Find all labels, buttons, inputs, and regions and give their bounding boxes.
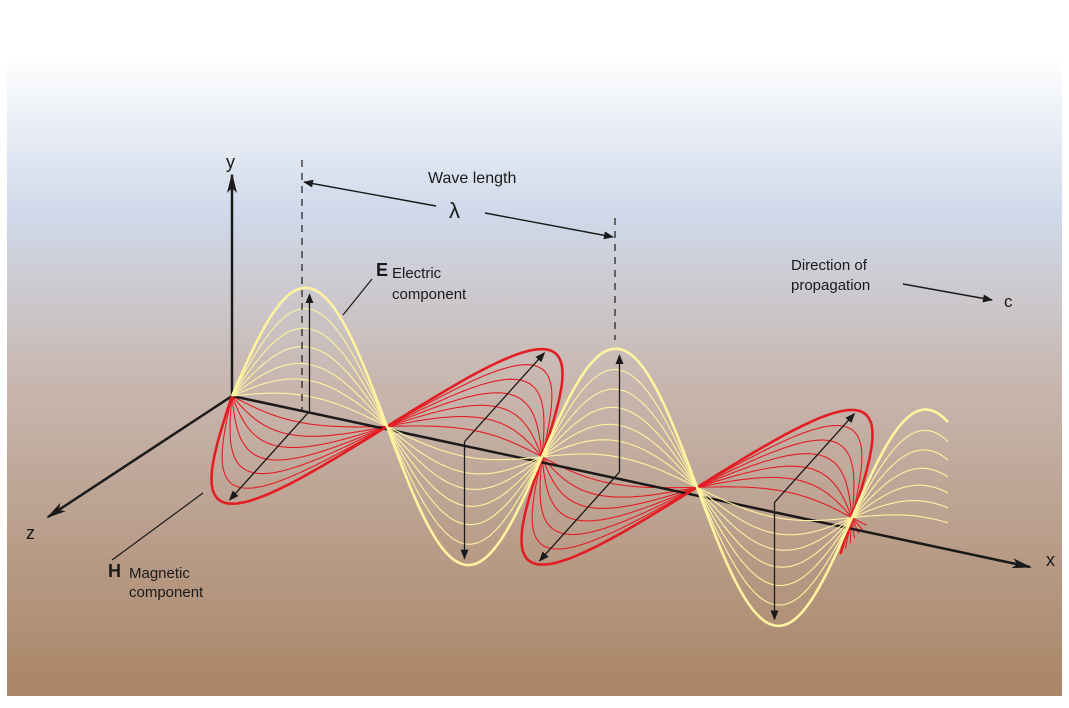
magnetic-wave-envelope bbox=[210, 347, 874, 566]
electric-label-line2: component bbox=[392, 286, 467, 303]
lambda-symbol: λ bbox=[449, 198, 460, 223]
wavelength-arrow-right bbox=[484, 212, 614, 240]
electric-wave-tail-2 bbox=[869, 429, 949, 486]
background bbox=[7, 7, 1062, 696]
wavelength-arrow-left bbox=[303, 179, 437, 207]
speed-of-light-symbol: c bbox=[1004, 292, 1013, 311]
magnetic-wave-inner-curve-6 bbox=[231, 395, 867, 526]
electric-label-line1: Electric bbox=[392, 265, 442, 282]
magnetic-label-line2: component bbox=[129, 584, 204, 601]
electric-leader-line bbox=[342, 278, 373, 316]
magnetic-field-vector-2 bbox=[464, 352, 546, 443]
magnetic-wave-inner-curve-1 bbox=[221, 364, 863, 550]
electric-wave-envelope bbox=[230, 286, 872, 628]
magnetic-field-vector-3 bbox=[538, 471, 620, 562]
x-axis bbox=[231, 394, 1032, 569]
electric-wave-inner-curve-1 bbox=[231, 308, 871, 606]
wave-length-label: Wave length bbox=[428, 170, 516, 187]
z-axis bbox=[46, 394, 233, 519]
magnetic-wave-inner-curve-3 bbox=[231, 392, 856, 539]
magnetic-wave-inner-curve-4 bbox=[231, 395, 860, 534]
magnetic-label-line1: Magnetic bbox=[129, 565, 190, 582]
magnetic-leader-line bbox=[111, 492, 204, 561]
electric-wave-tail-4 bbox=[869, 467, 949, 499]
magnetic-wave-inner-curve-2 bbox=[229, 378, 855, 544]
electric-wave-inner-curve-3 bbox=[231, 345, 871, 568]
direction-label-line1: Direction of bbox=[791, 257, 868, 274]
electric-symbol: E bbox=[376, 260, 388, 280]
propagation-arrow bbox=[902, 283, 993, 303]
direction-label-line2: propagation bbox=[791, 277, 870, 294]
electric-wave-tail-3 bbox=[869, 449, 949, 493]
electric-wave-inner-curve-6 bbox=[231, 392, 871, 522]
magnetic-field-vector-1 bbox=[228, 410, 310, 501]
electric-wave-inner-curve-5 bbox=[231, 378, 871, 536]
electric-wave-tail-6 bbox=[869, 500, 949, 511]
z-axis-label: z bbox=[26, 523, 35, 543]
electric-wave-inner-curve-2 bbox=[231, 327, 871, 587]
electric-wave-tail-7 bbox=[869, 514, 949, 524]
y-axis-label: y bbox=[226, 152, 235, 172]
magnetic-field-vector-4 bbox=[774, 412, 856, 503]
magnetic-symbol: H bbox=[108, 561, 121, 581]
electric-wave-tail-1 bbox=[868, 408, 949, 478]
x-axis-label: x bbox=[1046, 550, 1055, 570]
electric-wave-tail-5 bbox=[869, 484, 949, 506]
electric-wave-inner-curve-4 bbox=[231, 362, 871, 551]
